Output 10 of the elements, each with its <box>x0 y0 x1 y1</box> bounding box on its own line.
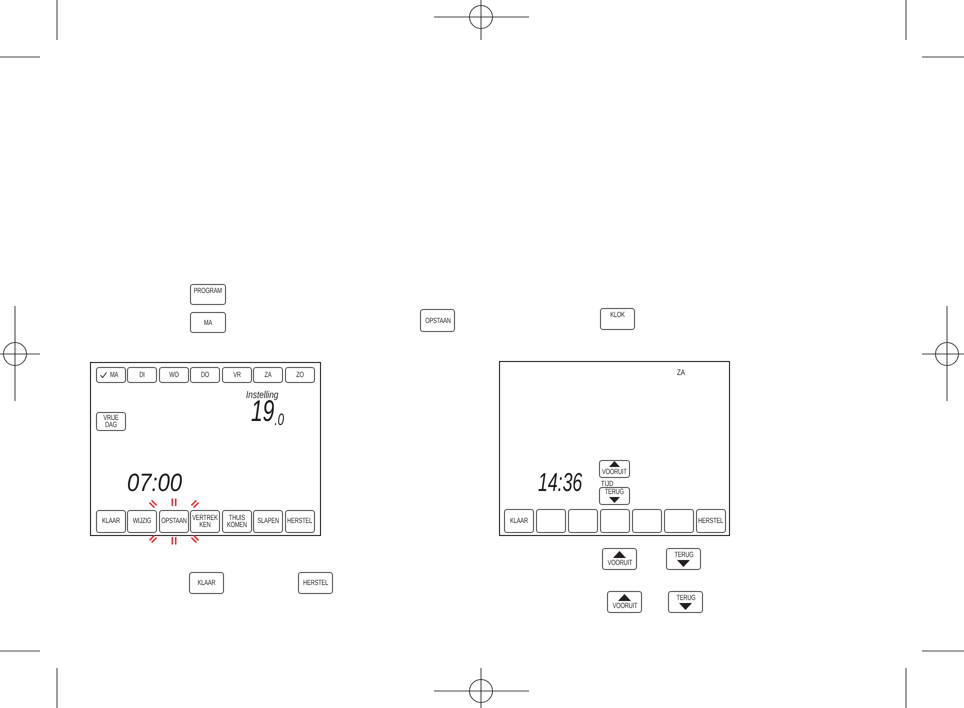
time-readout: 07:00 <box>126 471 182 496</box>
lcd-screen <box>499 361 730 536</box>
time-readout: 14:36 <box>538 469 582 495</box>
blank-touch-button <box>600 508 630 532</box>
lcd-screen <box>90 362 321 536</box>
day-indicator: ZA <box>676 368 684 376</box>
blank-touch-button <box>632 508 662 532</box>
blank-touch-button <box>664 508 694 532</box>
blank-touch-button <box>568 508 598 532</box>
blank-touch-button <box>536 508 566 532</box>
